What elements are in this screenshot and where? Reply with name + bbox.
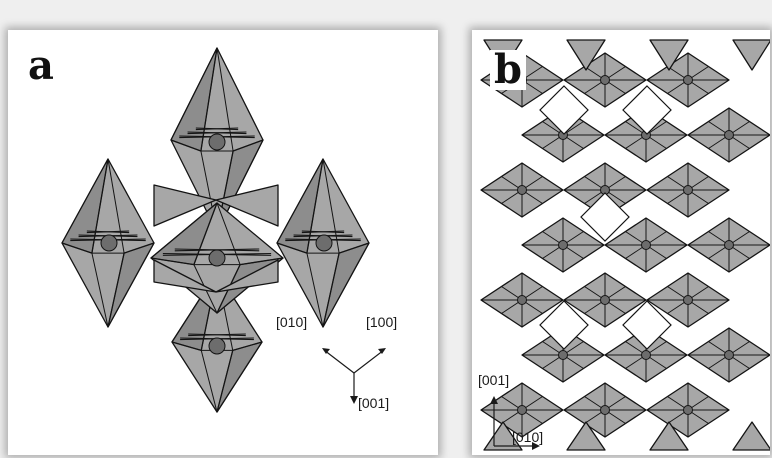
metal-atom: [517, 185, 527, 195]
panel-a: a [010] [100] [001]: [8, 30, 438, 455]
metal-atom: [208, 337, 226, 355]
panel-b-label: b: [490, 50, 526, 90]
metal-atom: [724, 130, 734, 140]
edge-triangle: [649, 39, 689, 71]
metal-atom: [683, 405, 693, 415]
metal-atom: [600, 295, 610, 305]
cavity: [539, 300, 589, 350]
metal-atom: [724, 240, 734, 250]
arrowhead-010-b: [532, 442, 540, 450]
metal-atom: [683, 185, 693, 195]
edge-triangle: [566, 421, 606, 451]
linking-face: [153, 184, 217, 227]
edge-triangle: [566, 39, 606, 71]
arrowhead-010: [322, 348, 330, 354]
metal-atom: [558, 240, 568, 250]
axis-label-001: [001]: [358, 395, 390, 411]
metal-atom: [683, 75, 693, 85]
axis-label-001-b: [001]: [478, 372, 510, 388]
arrowhead-100: [378, 348, 386, 354]
metal-atom: [558, 350, 568, 360]
linking-face: [153, 259, 217, 293]
axis-label-100: [100]: [366, 314, 398, 330]
axis-indicator-a: [322, 348, 386, 404]
metal-atom: [600, 405, 610, 415]
edge-triangle: [732, 39, 770, 71]
axis-label-010-b: [010]: [512, 429, 544, 445]
axis-indicator-b: [490, 396, 540, 450]
metal-atom: [641, 240, 651, 250]
arrowhead-001: [350, 396, 358, 404]
octahedra-lattice: [480, 39, 770, 451]
linking-face: [215, 184, 279, 227]
metal-atom: [724, 350, 734, 360]
edge-triangle: [732, 421, 770, 451]
octahedral-cluster-diagram: [61, 47, 386, 413]
cavity: [539, 85, 589, 135]
metal-atom: [683, 295, 693, 305]
linking-faces: [153, 184, 279, 293]
metal-atom: [517, 405, 527, 415]
panel-a-label: a: [28, 42, 54, 89]
cavity: [622, 85, 672, 135]
cavity: [622, 300, 672, 350]
metal-atom: [208, 133, 226, 151]
panel-b: b [001] [010]: [472, 30, 770, 455]
metal-atom: [600, 75, 610, 85]
octahedron: [276, 158, 370, 328]
axis-label-010: [010]: [276, 314, 308, 330]
metal-atom: [517, 295, 527, 305]
metal-atom: [100, 234, 118, 252]
cavity: [580, 192, 630, 242]
linking-face: [215, 259, 279, 293]
metal-atom: [641, 350, 651, 360]
octahedral-framework-diagram: [480, 39, 770, 451]
edge-triangle: [649, 421, 689, 451]
arrowhead-001-b: [490, 396, 498, 404]
metal-atom: [208, 249, 226, 267]
metal-atom: [315, 234, 333, 252]
